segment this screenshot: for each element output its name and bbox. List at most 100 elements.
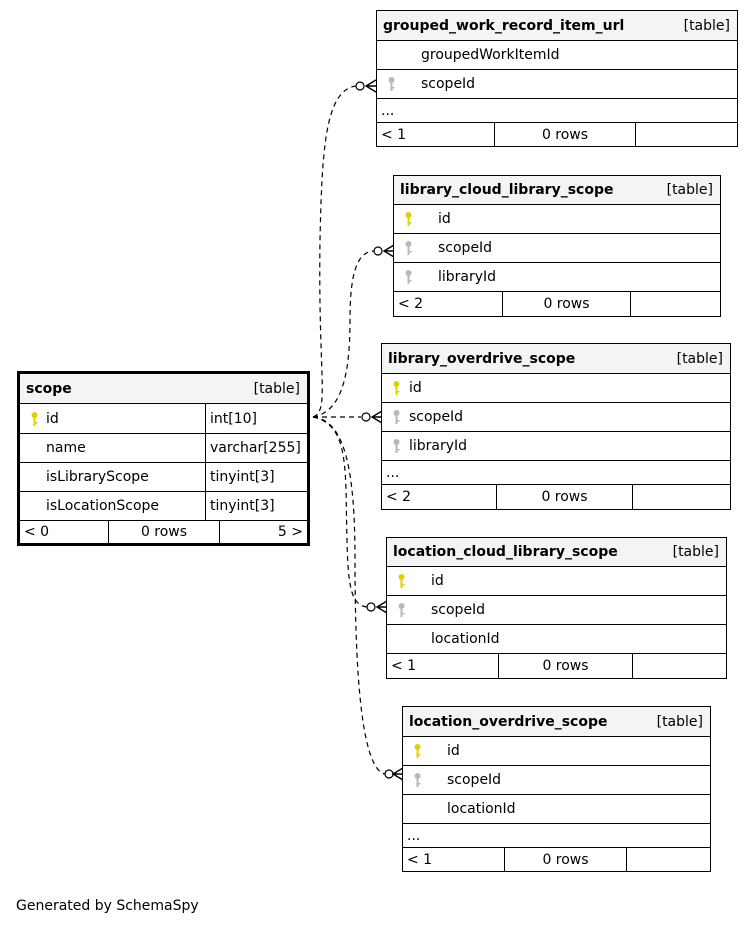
column-name: scopeId xyxy=(409,409,464,425)
column-row[interactable]: isLibraryScope tinyint[3] xyxy=(20,463,307,492)
primary-key-icon xyxy=(414,744,421,758)
column-row[interactable]: scopeId xyxy=(377,70,737,99)
primary-key-icon xyxy=(393,381,400,395)
footer-row-count: 0 rows xyxy=(108,521,219,543)
column-name: libraryId xyxy=(438,269,497,285)
column-name: isLocationScope xyxy=(46,498,160,514)
footer-children[interactable]: 5 > xyxy=(219,521,307,543)
table-name: grouped_work_record_item_url xyxy=(383,17,625,34)
table-name: library_overdrive_scope xyxy=(388,350,576,367)
foreign-key-icon xyxy=(414,773,421,787)
table-header: location_overdrive_scope [table] xyxy=(403,707,710,737)
more-columns-row: ... xyxy=(403,824,710,848)
column-row[interactable]: locationId xyxy=(387,625,726,654)
footer-parents[interactable]: < 2 xyxy=(398,296,424,312)
crowfoot-library-overdrive-scope xyxy=(370,410,383,424)
column-name: scopeId xyxy=(421,76,476,92)
column-row[interactable]: id int[10] xyxy=(20,404,307,434)
table-type-tag: [table] xyxy=(672,544,719,560)
more-columns-indicator: ... xyxy=(407,827,421,844)
column-row[interactable]: id xyxy=(403,737,710,766)
footer-parents[interactable]: < 1 xyxy=(381,127,407,143)
crowfoot-library-cloud-library-scope xyxy=(382,244,395,258)
column-name: scopeId xyxy=(447,772,502,788)
relationship-library-cloud-library-scope xyxy=(312,250,375,418)
column-row[interactable]: locationId xyxy=(403,795,710,824)
more-columns-row: ... xyxy=(382,461,730,485)
column-name: scopeId xyxy=(431,602,486,618)
column-row[interactable]: id xyxy=(394,205,720,234)
table-scope[interactable]: scope [table] id int[10] name varchar[25… xyxy=(17,371,310,546)
table-footer: < 1 0 rows xyxy=(387,654,726,678)
column-row[interactable]: scopeId xyxy=(394,234,720,263)
table-footer: < 2 0 rows xyxy=(394,292,720,316)
column-row[interactable]: id xyxy=(382,374,730,403)
column-name: id xyxy=(409,380,422,396)
column-name: libraryId xyxy=(409,438,468,454)
column-type: int[10] xyxy=(205,404,307,433)
column-row[interactable]: id xyxy=(387,567,726,596)
footer-children[interactable] xyxy=(632,485,730,509)
column-name: scopeId xyxy=(438,240,493,256)
table-library-overdrive-scope[interactable]: library_overdrive_scope [table] id scope… xyxy=(381,343,731,510)
generator-credit[interactable]: Generated by SchemaSpy xyxy=(16,898,199,914)
crowfoot-grouped-work-record-item-url xyxy=(364,79,377,93)
table-footer: < 1 0 rows xyxy=(377,123,737,147)
footer-parents[interactable]: < 0 xyxy=(24,524,50,540)
table-location-overdrive-scope[interactable]: location_overdrive_scope [table] id scop… xyxy=(402,706,711,872)
column-name: id xyxy=(447,743,460,759)
footer-row-count: 0 rows xyxy=(494,123,635,147)
column-name: groupedWorkItemId xyxy=(421,47,560,63)
crowfoot-location-overdrive-scope xyxy=(391,767,404,781)
column-row[interactable]: scopeId xyxy=(403,766,710,795)
column-name: id xyxy=(431,573,444,589)
footer-parents[interactable]: < 1 xyxy=(407,851,433,868)
column-name: locationId xyxy=(431,631,500,647)
relationship-location-cloud-library-scope xyxy=(312,416,368,608)
relationship-location-overdrive-scope xyxy=(312,416,386,775)
foreign-key-icon xyxy=(393,410,400,424)
column-row[interactable]: name varchar[255] xyxy=(20,434,307,463)
column-row[interactable]: scopeId xyxy=(382,403,730,432)
table-header: scope [table] xyxy=(20,374,307,404)
primary-key-icon xyxy=(398,574,405,588)
table-grouped-work-record-item-url[interactable]: grouped_work_record_item_url [table] gro… xyxy=(376,10,738,147)
column-row[interactable]: scopeId xyxy=(387,596,726,625)
column-name: id xyxy=(438,211,451,227)
table-name: location_cloud_library_scope xyxy=(393,544,618,560)
table-type-tag: [table] xyxy=(676,350,723,367)
table-location-cloud-library-scope[interactable]: location_cloud_library_scope [table] id … xyxy=(386,537,727,679)
footer-row-count: 0 rows xyxy=(496,485,632,509)
footer-children[interactable] xyxy=(626,848,710,871)
primary-key-icon xyxy=(405,212,412,226)
table-header: grouped_work_record_item_url [table] xyxy=(377,11,737,41)
footer-children[interactable] xyxy=(630,292,720,316)
column-row[interactable]: isLocationScope tinyint[3] xyxy=(20,492,307,521)
table-name: location_overdrive_scope xyxy=(409,713,608,730)
footer-children[interactable] xyxy=(632,654,726,678)
relationship-grouped-work-record-item-url xyxy=(312,85,357,418)
footer-parents[interactable]: < 2 xyxy=(386,489,412,505)
more-columns-indicator: ... xyxy=(381,102,395,119)
column-row[interactable]: libraryId xyxy=(382,432,730,461)
table-footer: < 2 0 rows xyxy=(382,485,730,509)
table-header: library_cloud_library_scope [table] xyxy=(394,176,720,205)
more-columns-indicator: ... xyxy=(386,464,400,481)
foreign-key-icon xyxy=(405,270,412,284)
footer-row-count: 0 rows xyxy=(502,292,630,316)
foreign-key-icon xyxy=(398,603,405,617)
table-name: scope xyxy=(26,380,72,397)
footer-parents[interactable]: < 1 xyxy=(391,658,417,674)
table-library-cloud-library-scope[interactable]: library_cloud_library_scope [table] id s… xyxy=(393,175,721,317)
column-name: name xyxy=(46,440,86,456)
more-columns-row: ... xyxy=(377,99,737,123)
primary-key-icon xyxy=(31,411,38,426)
foreign-key-icon xyxy=(405,241,412,255)
column-row[interactable]: groupedWorkItemId xyxy=(377,41,737,70)
crowfoot-location-cloud-library-scope xyxy=(375,600,388,614)
column-row[interactable]: libraryId xyxy=(394,263,720,292)
footer-children[interactable] xyxy=(635,123,737,147)
column-type: tinyint[3] xyxy=(205,463,307,491)
foreign-key-icon xyxy=(388,77,395,91)
column-name: id xyxy=(46,410,59,427)
